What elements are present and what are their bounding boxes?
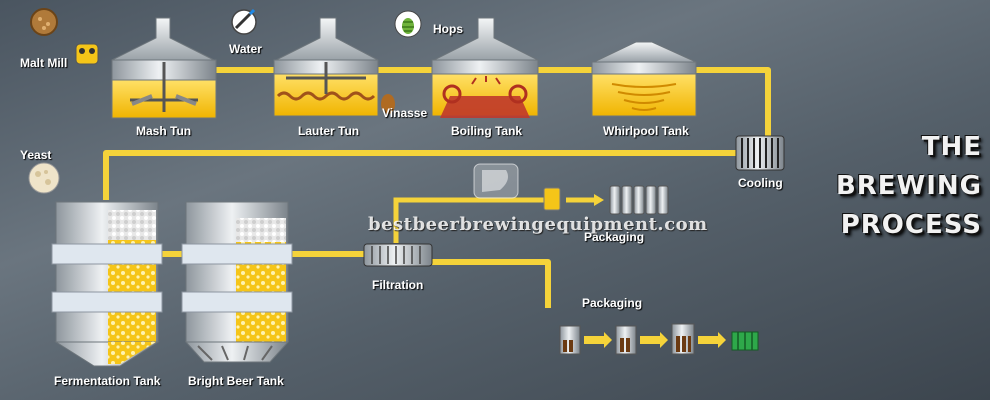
pipe-filtration-branch bbox=[432, 259, 551, 308]
yeast-icon bbox=[28, 162, 60, 194]
bottle-filler-icon bbox=[559, 325, 581, 355]
cooling-heat-exchanger bbox=[735, 135, 785, 171]
pipe-network bbox=[103, 67, 771, 308]
bottle-capper-icon bbox=[615, 325, 637, 355]
label-hops: Hops bbox=[433, 22, 463, 36]
label-vinasse: Vinasse bbox=[382, 106, 428, 120]
packaging-connectors bbox=[393, 197, 544, 243]
mash-tun bbox=[111, 17, 217, 119]
label-malt-mill: Malt Mill bbox=[20, 56, 68, 70]
pipe-cooling-to-fermentation bbox=[103, 150, 736, 200]
whirlpool-tank bbox=[591, 41, 697, 117]
title-line-1: THE bbox=[921, 132, 982, 162]
label-fermentation-tank: Fermentation Tank bbox=[54, 374, 161, 388]
label-bright-beer-tank: Bright Beer Tank bbox=[188, 374, 284, 388]
label-boiling-tank: Boiling Tank bbox=[451, 124, 523, 138]
hops-icon bbox=[394, 10, 422, 38]
bottle-labeler-icon bbox=[671, 323, 695, 355]
diagram-title: THE BREWING PROCESS bbox=[812, 128, 982, 245]
vinasse-icon bbox=[381, 94, 395, 114]
label-cooling: Cooling bbox=[738, 176, 783, 190]
label-lauter-tun: Lauter Tun bbox=[298, 124, 360, 138]
beer-crate-icon bbox=[731, 331, 759, 351]
bright-beer-tank bbox=[181, 201, 293, 363]
keg-source-icon bbox=[543, 187, 561, 211]
label-mash-tun: Mash Tun bbox=[136, 124, 192, 138]
fermentation-tank bbox=[51, 201, 163, 367]
keg-packaging-top bbox=[543, 185, 669, 215]
label-filtration: Filtration bbox=[372, 278, 424, 292]
filtration-unit bbox=[363, 243, 433, 267]
keg-row-icon bbox=[609, 185, 669, 215]
label-whirlpool-tank: Whirlpool Tank bbox=[603, 124, 689, 138]
malt-mill bbox=[30, 8, 99, 65]
label-packaging-kegs: Packaging bbox=[584, 230, 645, 244]
label-packaging-bottles: Packaging bbox=[582, 296, 643, 310]
pipe-whirlpool-to-cooling bbox=[696, 67, 771, 136]
lauter-tun bbox=[273, 17, 395, 117]
website-watermark: bestbeerbrewingequipment.com bbox=[368, 214, 708, 235]
label-yeast: Yeast bbox=[20, 148, 52, 162]
title-line-2: BREWING bbox=[835, 171, 982, 201]
pipe-filtration-to-top-packaging bbox=[393, 197, 544, 243]
malt-grain-icon bbox=[30, 8, 58, 36]
title-line-3: PROCESS bbox=[840, 210, 982, 240]
degong-logo bbox=[473, 163, 519, 199]
label-water: Water bbox=[229, 42, 262, 56]
bottle-packaging-line bbox=[559, 323, 759, 355]
mill-machine-icon bbox=[75, 43, 99, 65]
boiling-tank bbox=[431, 17, 539, 118]
water-faucet-icon bbox=[231, 8, 257, 35]
